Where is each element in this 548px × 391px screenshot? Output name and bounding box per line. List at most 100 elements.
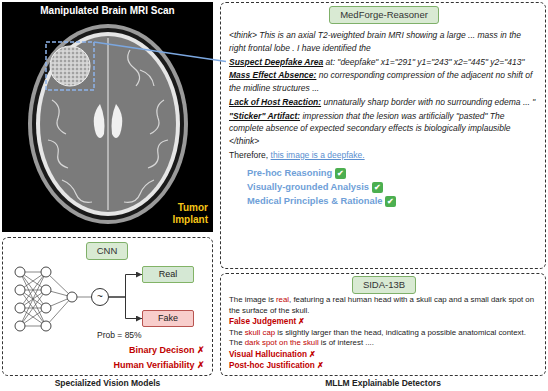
neuron (41, 303, 51, 313)
merit-item: Medical Principles & Rationale ✔ (247, 194, 537, 208)
highlight: skull cap (245, 328, 275, 337)
neuron (15, 321, 25, 331)
panel-header: CNN (86, 242, 129, 260)
neuron (41, 285, 51, 295)
ventricle (112, 104, 123, 138)
cnn-panel: CNN ~ RealFakeProb = 85% Binary Decison ✗ Hu… (2, 237, 213, 376)
mri-background (2, 2, 213, 232)
neuron (41, 321, 51, 331)
network-links (20, 272, 91, 326)
header-text: MedForge-Reasoner (340, 9, 428, 20)
paragraph: Post-hoc Justification ✗ (229, 360, 537, 372)
fake-box: Fake (142, 310, 194, 327)
neuron (15, 303, 25, 313)
connector (109, 297, 142, 319)
drawback: Visual Hallucination ✗ (229, 350, 316, 359)
paragraph: False Judgement ✗ (229, 316, 537, 328)
suspect-box (46, 42, 94, 90)
paragraph: Lack of Host Reaction: unnaturally sharp… (229, 96, 537, 109)
sulcus (62, 180, 92, 202)
sulcus (140, 70, 154, 86)
drawback: Human Verifiability ✗ (113, 359, 205, 371)
reasoning-text: unnaturally sharp border with no surroun… (323, 97, 535, 107)
paragraph: Therefore, this image is a deepfake. (229, 149, 537, 162)
scan-title: Manipulated Brain MRI Scan (2, 5, 213, 17)
answer-text: The image is (229, 295, 274, 304)
paragraph: "Sticker" Artifact: impression that the … (229, 110, 537, 148)
check-mark: ✔ (335, 168, 346, 179)
scalp (28, 24, 188, 224)
reasoner-panel: MedForge-Reasoner <think> This is an axia… (220, 2, 546, 269)
sulcus (124, 180, 154, 202)
answer-text: is of interest .... (321, 338, 374, 347)
neuron (41, 267, 51, 277)
highlight: real (276, 295, 289, 304)
connector (109, 275, 142, 298)
sulcus (128, 50, 140, 86)
link (20, 272, 46, 326)
answer-text: The (229, 328, 243, 337)
sum-circle: ~ (91, 288, 109, 306)
neuron (15, 285, 25, 295)
merit-text: Medical Principles & Rationale (247, 196, 383, 206)
verdict-lead: Therefore, (229, 150, 268, 160)
header-text: SIDA-13B (363, 279, 405, 290)
class-label: Fake (158, 313, 178, 323)
merit-item: Pre-hoc Reasoning ✔ (247, 166, 537, 180)
skull-bone (32, 28, 184, 220)
check-mark: ✔ (385, 196, 396, 207)
sulcus (48, 140, 68, 168)
paragraph: <think> This is an axial T2-weighted bra… (229, 29, 537, 55)
implant-label: Tumor Implant (162, 202, 208, 226)
paragraph: The skull cap is slightly larger than th… (229, 328, 537, 349)
ventricle (94, 104, 105, 138)
caption: Specialized Vision Models (2, 378, 213, 389)
panel-header: MedForge-Reasoner (329, 6, 439, 24)
panel-header: SIDA-13B (352, 276, 416, 294)
mri-scan: Manipulated Brain MRI ScanTumor Implant (2, 2, 213, 232)
csf-rim (36, 32, 180, 216)
network-neurons (15, 267, 77, 331)
finding-heading: "Sticker" Artifact: (229, 111, 300, 121)
midline (107, 38, 108, 210)
sulcus (150, 100, 164, 134)
sida-panel: SIDA-13B The image is real, featuring a r… (220, 273, 546, 376)
sulcus (52, 100, 66, 134)
neuron (67, 292, 77, 302)
finding-heading: Lack of Host Reaction: (229, 97, 321, 107)
paragraph: Suspect Deepfake Area at: "deepfake" x1=… (229, 56, 537, 69)
merit-list: Pre-hoc Reasoning ✔Visually-grounded Ana… (247, 166, 537, 209)
link (20, 272, 46, 326)
neuron (15, 267, 25, 277)
sulcus (148, 140, 168, 168)
merit-item: Visually-grounded Analysis ✔ (247, 180, 537, 194)
verdict-text: this image is a deepfake. (271, 150, 365, 160)
merit-text: Visually-grounded Analysis (247, 182, 369, 192)
finding-heading: Mass Effect Absence: (229, 70, 316, 80)
finding-heading: Suspect Deepfake Area (229, 57, 323, 67)
leader-line (94, 42, 226, 62)
implanted-lesion (50, 46, 90, 86)
caption: MLLM Explainable Detectors (220, 378, 546, 389)
drawback: False Judgement ✗ (229, 317, 305, 326)
reasoning-text: at: "deepfake" x1="291" y1="243" x2="445… (326, 57, 525, 67)
answer-text: , featuring a real human head with a sku… (229, 295, 534, 315)
class-label: Real (159, 269, 178, 279)
paragraph: Visual Hallucination ✗ (229, 349, 537, 361)
sum-symbol: ~ (97, 291, 103, 302)
highlight: dark spot on the skull (245, 338, 319, 347)
sida-body: The image is real, featuring a real huma… (229, 295, 537, 372)
merit-text: Pre-hoc Reasoning (247, 168, 332, 178)
brain (40, 36, 176, 212)
paragraph: The image is real, featuring a real huma… (229, 295, 537, 316)
reasoning-text: <think> This is an axial T2-weighted bra… (229, 30, 521, 53)
header-text: CNN (97, 245, 118, 256)
check-mark: ✔ (372, 182, 383, 193)
reasoning-body: <think> This is an axial T2-weighted bra… (229, 29, 537, 209)
drawback: Binary Decison ✗ (129, 344, 205, 356)
paragraph: Mass Effect Absence: no corresponding co… (229, 69, 537, 95)
drawback: Post-hoc Justification ✗ (229, 361, 324, 370)
probability: Prob = 85% (97, 330, 142, 341)
real-box: Real (142, 266, 194, 283)
